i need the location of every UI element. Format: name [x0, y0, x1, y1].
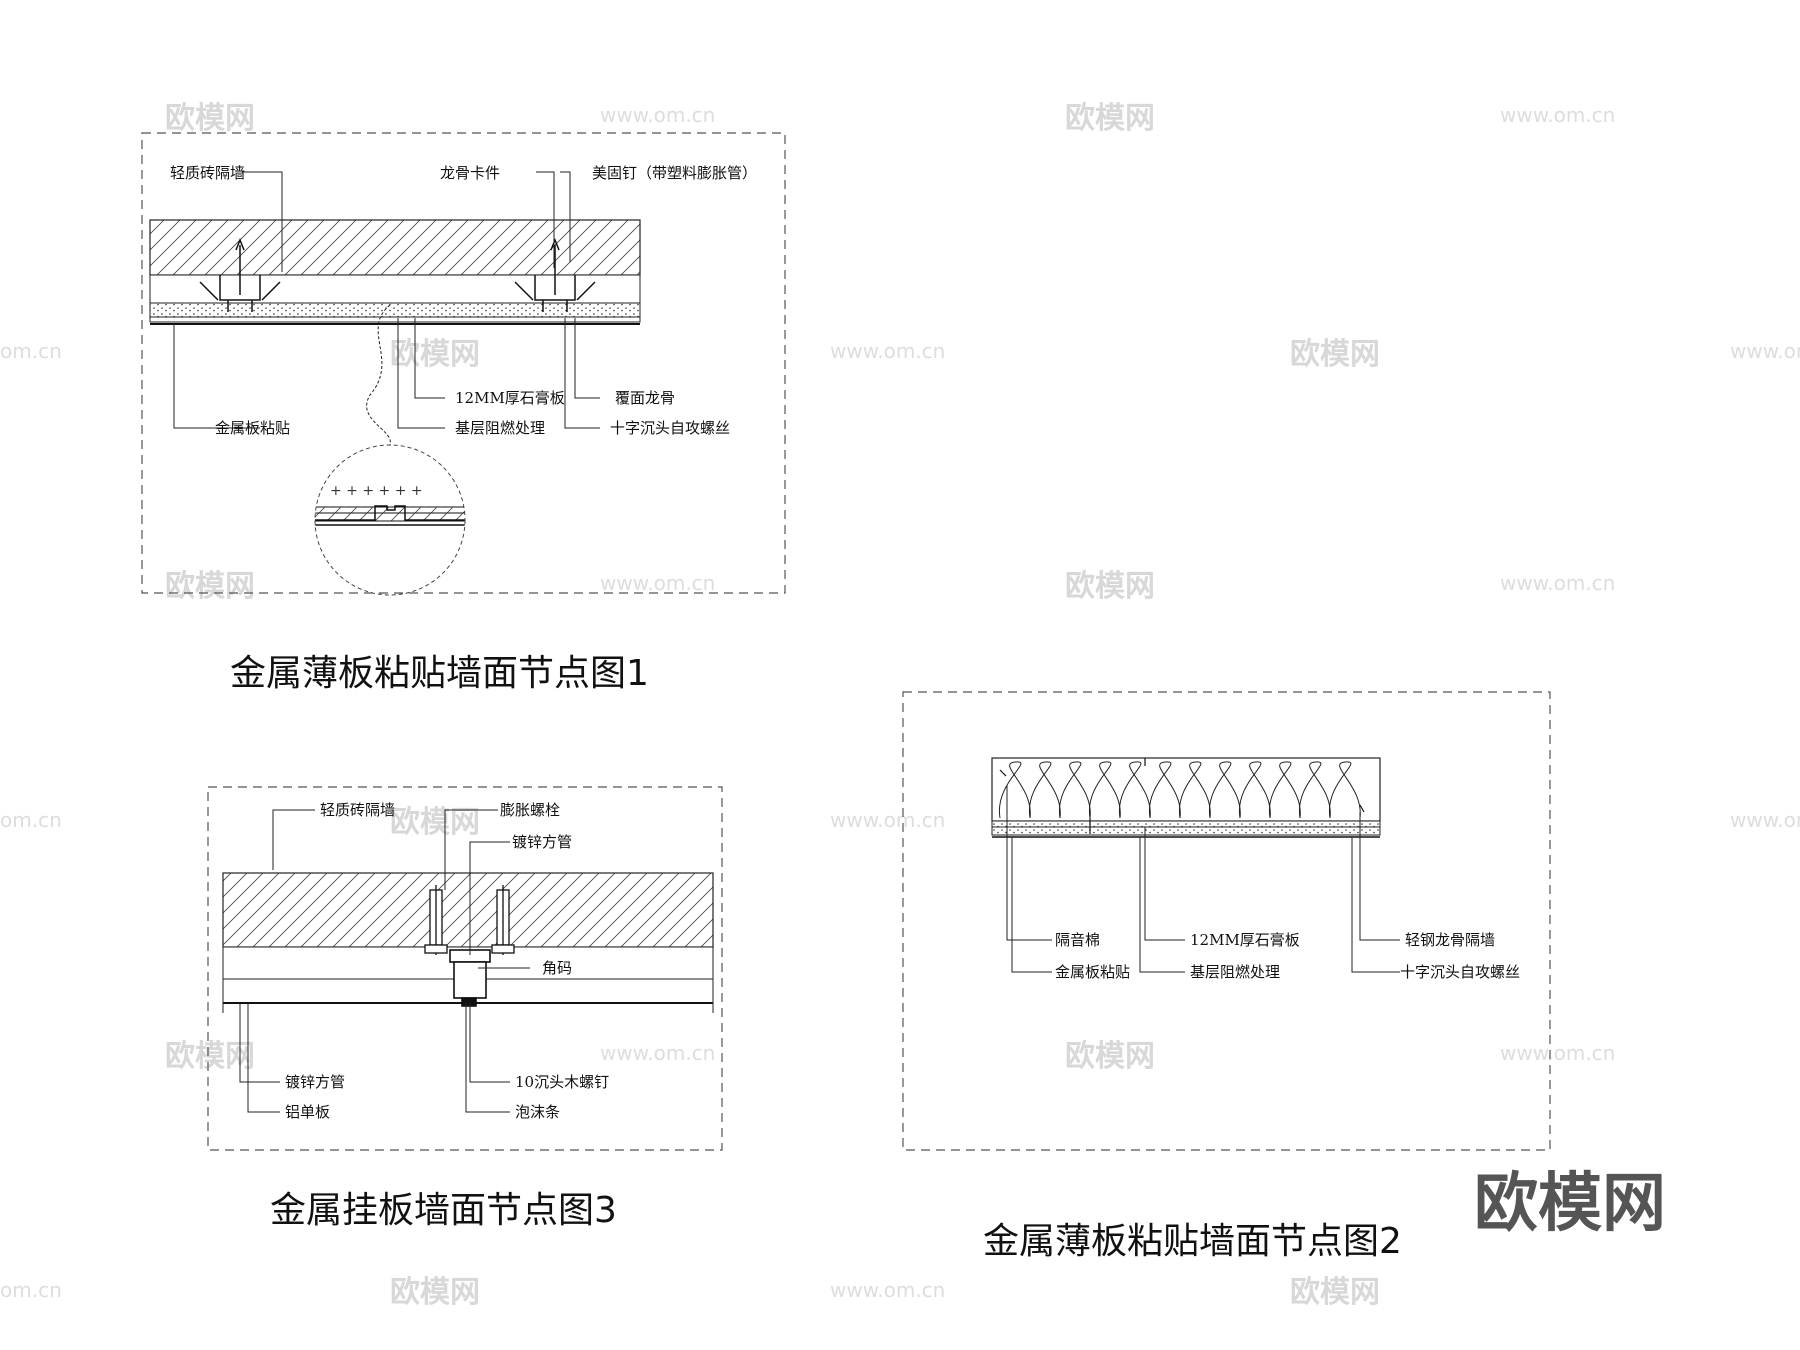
insulation-loop: [1058, 761, 1091, 819]
watermark-url: www.om.cn: [1730, 339, 1800, 363]
brick-wall-section-3: [222, 872, 714, 948]
label-wood-screw: 10沉头木螺钉: [515, 1073, 609, 1091]
label-steel-wall: 轻钢龙骨隔墙: [1405, 931, 1495, 949]
label-nail: 美固钉（带塑料膨胀管）: [592, 164, 757, 182]
label-brick-wall-3: 轻质砖隔墙: [320, 801, 395, 819]
diagram-1-frame: [141, 132, 786, 594]
watermark-url: www.om.cn: [600, 571, 715, 595]
label-panel: 铝单板: [285, 1103, 330, 1121]
brick-wall-section: [149, 219, 641, 276]
watermark-logo: 欧模网: [165, 1039, 255, 1074]
label-metal-glue: 金属板粘贴: [215, 419, 290, 437]
insulation-loop: [1088, 761, 1121, 819]
label-cover-keel: 覆面龙骨: [615, 389, 675, 407]
watermark-logo: 欧模网: [165, 569, 255, 604]
keel-clip-left: [199, 237, 281, 312]
label-keel-clip: 龙骨卡件: [440, 164, 500, 182]
label-screw: 十字沉头自攻螺丝: [610, 419, 730, 437]
diagram-2-frame: [902, 691, 1551, 1151]
insulation-loop: [1178, 761, 1211, 819]
label-tube-top: 镀锌方管: [512, 833, 572, 851]
insulation-loop: [1208, 761, 1241, 819]
label-anchor: 膨胀螺栓: [500, 801, 560, 819]
watermark-url: www.om.cn: [1730, 808, 1800, 832]
insulation-loop: [1238, 761, 1271, 819]
diagram-1-title: 金属薄板粘贴墙面节点图1: [230, 653, 649, 694]
label-angle: 角码: [542, 959, 572, 977]
label-gypsum-2: 12MM厚石膏板: [1190, 931, 1300, 949]
watermark-logo: 欧模网: [1065, 1039, 1155, 1074]
stud-marks: [999, 758, 1365, 834]
label-tube-bottom: 镀锌方管: [285, 1073, 345, 1091]
gypsum-layer-2b: [991, 826, 1381, 836]
keel-cavity: [149, 274, 641, 304]
insulation-wool: [998, 761, 1361, 819]
watermark-layer: 欧模网 www.om.cn 欧模网 www.om.cn om.cn 欧模网 ww…: [0, 101, 1800, 1310]
watermark-url: www.om.cn: [1500, 571, 1615, 595]
watermark-url: om.cn: [0, 1278, 62, 1302]
label-flame: 基层阻燃处理: [455, 419, 545, 437]
label-foam: 泡沫条: [515, 1103, 560, 1121]
brand-logo: 欧模网: [1474, 1167, 1666, 1241]
leader-lines-3: [239, 809, 530, 1113]
keel-clip-right: [514, 237, 596, 312]
label-screw-2: 十字沉头自攻螺丝: [1400, 963, 1520, 981]
diagram-3: 轻质砖隔墙 膨胀螺栓 镀锌方管 角码 镀锌方管 铝单板 10沉头木螺钉 泡沫条 …: [207, 786, 723, 1231]
watermark-logo: 欧模网: [390, 337, 480, 372]
svg-text:+ + + + + +: + + + + + +: [330, 483, 423, 499]
insulation-loop: [1328, 761, 1361, 819]
diagram-3-title: 金属挂板墙面节点图3: [270, 1190, 617, 1231]
insulation-cavity: [991, 757, 1381, 822]
watermark-url: www.om.cn: [830, 339, 945, 363]
galvanized-tube: [449, 949, 491, 1007]
insulation-loop: [1028, 761, 1061, 819]
watermark-logo: 欧模网: [1290, 337, 1380, 372]
leader-lines-2: [1006, 785, 1400, 973]
diagram-3-frame: [207, 786, 723, 1151]
leader-lines-1: [173, 171, 600, 446]
label-insulation: 隔音棉: [1055, 931, 1100, 949]
watermark-logo: 欧模网: [390, 1275, 480, 1310]
label-metal-glue-2: 金属板粘贴: [1055, 963, 1130, 981]
watermark-logo: 欧模网: [1065, 569, 1155, 604]
watermark-logo: 欧模网: [1065, 101, 1155, 136]
label-gypsum: 12MM厚石膏板: [455, 389, 565, 407]
watermark-url: om.cn: [0, 339, 62, 363]
watermark-url: www.om.cn: [600, 1041, 715, 1065]
label-brick-wall: 轻质砖隔墙: [170, 164, 245, 182]
watermark-logo: 欧模网: [165, 101, 255, 136]
expansion-bolts: [424, 885, 515, 955]
insulation-loop: [1118, 761, 1151, 819]
watermark-logo: 欧模网: [390, 805, 480, 840]
insulation-loop: [998, 761, 1031, 819]
watermark-url: www.om.cn: [1500, 103, 1615, 127]
watermark-url: www.om.cn: [1500, 1041, 1615, 1065]
watermark-logo: 欧模网: [1290, 1275, 1380, 1310]
insulation-loop: [1268, 761, 1301, 819]
watermark-url: www.om.cn: [600, 103, 715, 127]
watermark-url: om.cn: [0, 808, 62, 832]
diagram-2-title: 金属薄板粘贴墙面节点图2: [983, 1221, 1402, 1262]
diagram-1: 轻质砖隔墙 龙骨卡件 美固钉（带塑料膨胀管） 12MM厚石膏板 基层阻燃处理 覆…: [141, 132, 786, 694]
watermark-url: www.om.cn: [830, 808, 945, 832]
flame-retardant-layer: [149, 316, 641, 323]
watermark-url: www.om.cn: [830, 1278, 945, 1302]
diagram-2: 隔音棉 金属板粘贴 12MM厚石膏板 基层阻燃处理 轻钢龙骨隔墙 十字沉头自攻螺…: [902, 691, 1551, 1262]
insulation-loop: [1148, 761, 1181, 819]
label-flame-2: 基层阻燃处理: [1190, 963, 1280, 981]
detail-magnifier: + + + + + +: [314, 444, 466, 596]
gypsum-layer-2: [991, 820, 1381, 828]
insulation-loop: [1298, 761, 1331, 819]
